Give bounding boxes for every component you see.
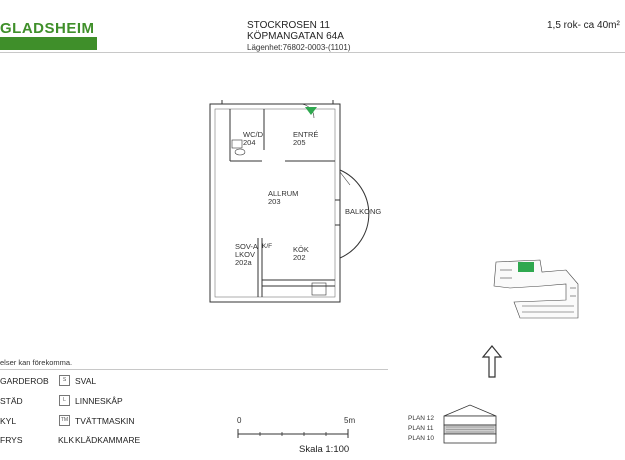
legend-item-linneskap: LINNESKÅP — [75, 396, 123, 406]
room-label-entre: ENTRÉ 205 — [293, 131, 318, 147]
room-label-wc: WC/D 204 — [243, 131, 263, 147]
legend-item-garderob: GARDEROB — [0, 376, 49, 386]
building-key-plan — [493, 259, 579, 319]
floor-label-10: PLAN 10 — [408, 435, 435, 442]
north-arrow-icon — [481, 345, 503, 378]
scale-end: 5m — [344, 416, 356, 425]
legend-code-box: TM — [59, 415, 70, 426]
floor-plan — [209, 100, 370, 303]
room-name: SOV-ALKOV — [235, 242, 258, 259]
room-number: 202a — [235, 258, 252, 267]
room-name: WC/D — [243, 130, 263, 139]
legend-code-box: S — [59, 375, 70, 386]
room-name: KÖK — [293, 245, 309, 254]
scale-bar — [237, 429, 349, 438]
room-name: ALLRUM — [268, 189, 299, 198]
legend-item-sval: SVAL — [75, 376, 97, 386]
room-number: 205 — [293, 138, 306, 147]
legend-item-kyl: KYL — [0, 416, 17, 426]
apartment-size: 1,5 rok- ca 40m² — [547, 20, 620, 31]
unit-number: Lägenhet:76802-0003-(1101) — [247, 43, 351, 52]
entrance-marker-icon — [305, 107, 317, 115]
legend-note: elser kan förekomma. — [0, 358, 73, 367]
legend-item-tvattmaskin: TVÄTTMASKIN — [75, 416, 135, 426]
floor-stack-diagram — [443, 404, 497, 444]
room-number: 203 — [268, 197, 281, 206]
brand-logo: GLADSHEIM — [0, 20, 95, 37]
legend-code-klk: KLK — [58, 435, 75, 445]
room-label-kok: KÖK 202 — [293, 246, 309, 262]
room-number: 204 — [243, 138, 256, 147]
room-label-sovalkov: SOV-ALKOV 202a — [235, 243, 259, 267]
room-label-balkong: BALKONG — [345, 207, 382, 216]
room-number: 202 — [293, 253, 306, 262]
brand-bar — [0, 37, 97, 50]
room-name: ENTRÉ — [293, 130, 319, 139]
floor-label-12: PLAN 12 — [408, 415, 435, 422]
header-divider — [0, 52, 625, 53]
scale-start: 0 — [237, 416, 242, 425]
legend-item-stad: STÄD — [0, 396, 23, 406]
legend-item-kladkammare: KLÄDKAMMARE — [75, 435, 141, 445]
floor-label-11: PLAN 11 — [408, 425, 434, 432]
legend-item-frys: FRYS — [0, 435, 23, 445]
legend-code-box: L — [59, 395, 70, 406]
legend-divider — [0, 369, 388, 370]
room-label-allrum: ALLRUM 203 — [268, 190, 298, 206]
fixture-kf: K/F — [262, 243, 273, 250]
street-address: KÖPMANGATAN 64A — [247, 31, 344, 42]
property-name: STOCKROSEN 11 — [247, 20, 330, 31]
scale-label: Skala 1:100 — [299, 444, 350, 455]
unit-highlight — [518, 262, 534, 272]
